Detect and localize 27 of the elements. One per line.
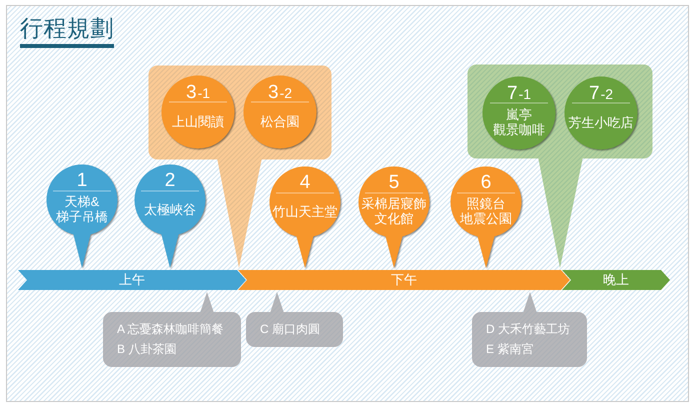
note-text: D 大禾竹藝工坊 <box>486 322 570 337</box>
stop-number: 3-2 <box>268 83 292 103</box>
page-title: 行程規劃 <box>20 16 114 48</box>
stop-number: 3-1 <box>186 83 210 103</box>
stop-number: 2 <box>164 171 176 191</box>
stop-name: 照鏡台地震公園 <box>460 196 512 226</box>
stop-name: 竹山天主堂 <box>272 204 338 218</box>
stop-number: 1 <box>76 171 88 191</box>
stop-name: 天梯&梯子吊橋 <box>56 194 108 224</box>
segment-label: 晚上 <box>603 272 629 288</box>
segment-label: 上午 <box>119 272 145 288</box>
stop-number: 7-1 <box>506 84 532 104</box>
stop-name: 采棉居寢飾文化館 <box>362 196 426 226</box>
stop-number: 4 <box>300 173 310 193</box>
stop-number: 5 <box>388 173 400 193</box>
stop-name: 芳生小吃店 <box>568 114 634 130</box>
note-text: C 廟口肉圓 <box>260 322 320 337</box>
stop-name: 嵐亭觀景咖啡 <box>493 107 545 137</box>
note-text: A 忘憂森林咖啡簡餐 <box>117 322 224 337</box>
segment-label: 下午 <box>391 272 417 288</box>
stop-name: 上山閱讀 <box>172 114 224 128</box>
stop-name: 太極峽谷 <box>144 202 196 216</box>
stop-number: 6 <box>480 173 492 193</box>
note-text: B 八卦茶園 <box>117 342 176 357</box>
note-text: E 紫南宮 <box>486 342 534 357</box>
stop-number: 7-2 <box>588 84 614 104</box>
stop-name: 松合園 <box>260 114 300 128</box>
